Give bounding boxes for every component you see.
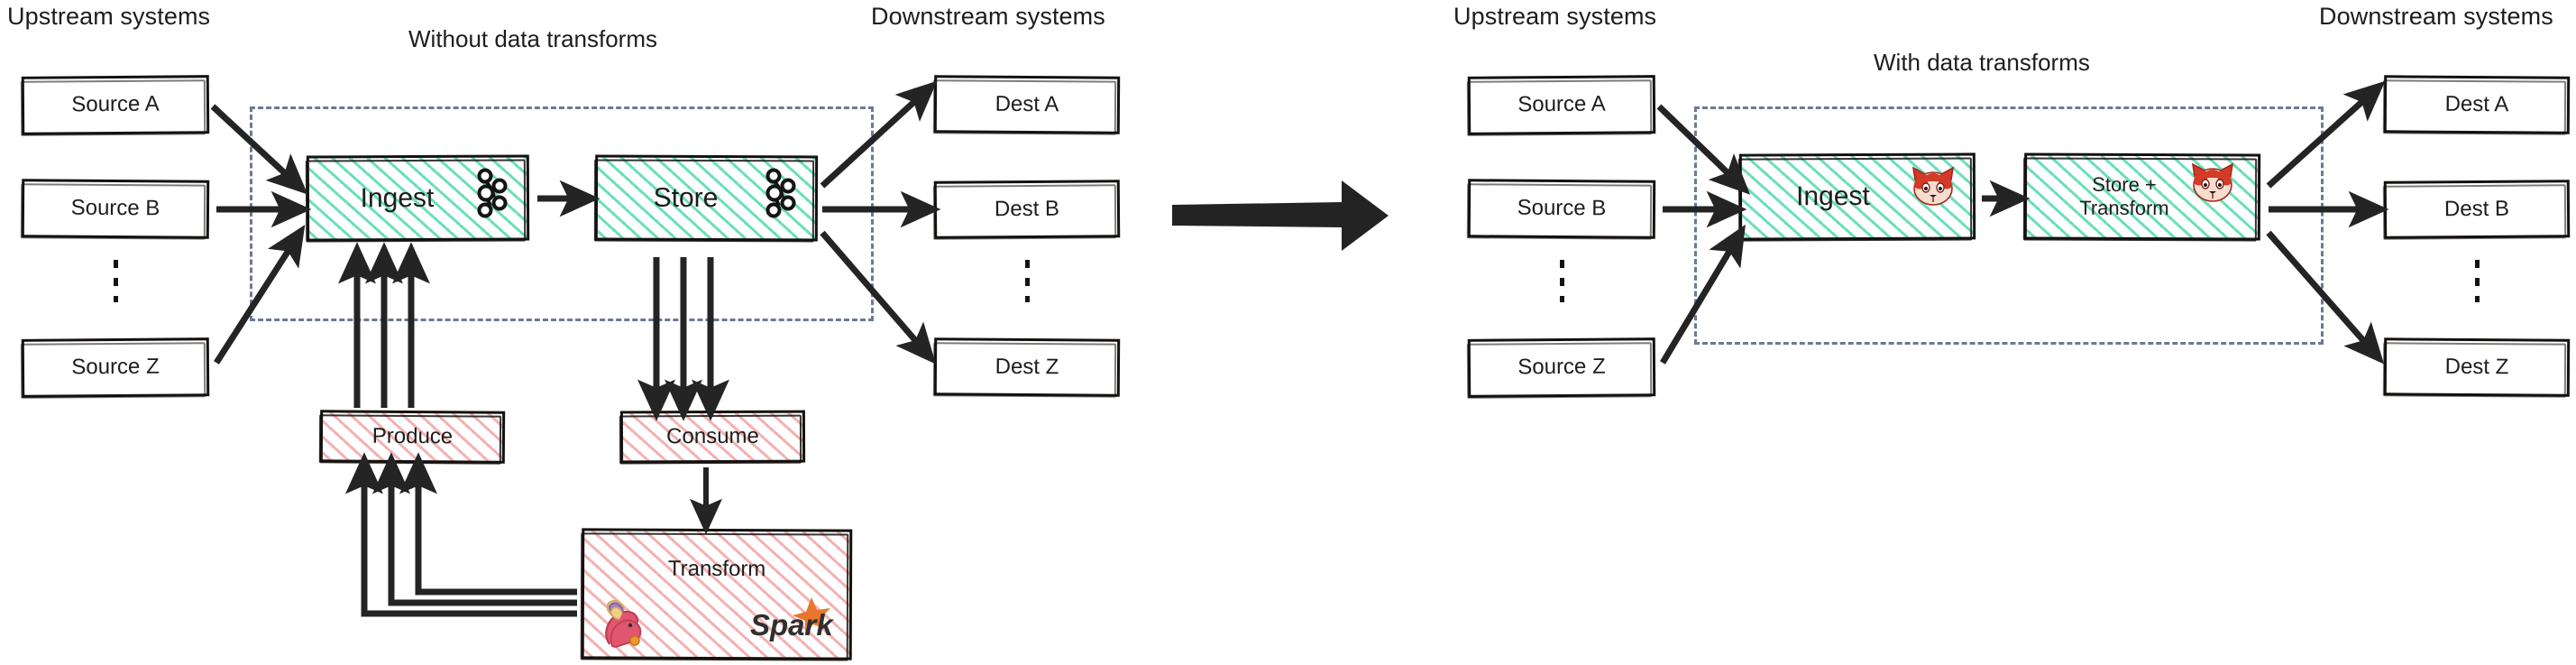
left-produce-box[interactable]: Produce [319, 410, 506, 464]
right-dest-b-label: Dest B [2443, 196, 2510, 221]
right-downstream-header: Downstream systems [2319, 3, 2553, 30]
right-platform-boundary [1694, 106, 2324, 345]
right-source-b-box[interactable]: Source B [1467, 179, 1656, 239]
right-source-a-label: Source A [1517, 91, 1606, 117]
left-produce-label: Produce [371, 423, 454, 448]
big-right-arrow-icon [1172, 180, 1389, 251]
left-downstream-header: Downstream systems [871, 3, 1105, 30]
right-source-b-label: Source B [1517, 195, 1607, 221]
left-consume-box[interactable]: Consume [619, 410, 806, 464]
left-dest-a-label: Dest A [995, 91, 1059, 116]
left-source-a-box[interactable]: Source A [21, 75, 210, 135]
svg-text:Spark: Spark [750, 608, 834, 642]
left-source-z-label: Source Z [71, 354, 160, 380]
right-store-transform-label-line1: Store + [2092, 172, 2157, 196]
left-dest-b-box[interactable]: Dest B [933, 180, 1121, 239]
right-dest-z-label: Dest Z [2444, 354, 2509, 379]
right-dest-ellipsis [2475, 260, 2480, 302]
right-upstream-header: Upstream systems [1453, 3, 1657, 30]
right-source-a-box[interactable]: Source A [1467, 75, 1656, 135]
left-panel-title: Without data transforms [408, 25, 657, 52]
left-upstream-header: Upstream systems [7, 3, 211, 30]
arrow-transform-to-produce-3 [399, 452, 577, 596]
left-store-label: Store [653, 182, 719, 213]
left-source-b-box[interactable]: Source B [21, 179, 210, 239]
right-source-ellipsis [1560, 260, 1564, 302]
kafka-icon [765, 168, 796, 218]
right-source-z-label: Source Z [1517, 354, 1606, 380]
right-source-z-box[interactable]: Source Z [1467, 337, 1656, 398]
left-platform-boundary [250, 106, 874, 321]
left-source-b-label: Source B [70, 195, 160, 221]
flink-squirrel-icon [605, 600, 642, 649]
right-ingest-label: Ingest [1796, 180, 1870, 212]
left-dest-a-box[interactable]: Dest A [933, 75, 1121, 134]
left-transform-label: Transform [667, 556, 766, 582]
left-source-z-box[interactable]: Source Z [21, 337, 210, 398]
left-source-ellipsis [114, 260, 118, 302]
kafka-icon [477, 168, 508, 218]
left-consume-label: Consume [666, 423, 759, 448]
left-dest-z-box[interactable]: Dest Z [933, 337, 1121, 397]
arrow-transform-to-produce-1 [345, 452, 577, 617]
left-dest-z-label: Dest Z [995, 354, 1059, 379]
left-dest-b-label: Dest B [994, 196, 1060, 221]
arrow-transform-to-produce-2 [372, 452, 577, 606]
right-store-transform-label-line2: Transform [2079, 196, 2169, 220]
redpanda-icon [2191, 162, 2234, 202]
redpanda-icon [1911, 166, 1955, 206]
right-dest-a-label: Dest A [2444, 91, 2509, 116]
right-dest-z-box[interactable]: Dest Z [2383, 337, 2571, 397]
right-dest-b-box[interactable]: Dest B [2383, 180, 2571, 239]
right-panel-title: With data transforms [1874, 49, 2090, 76]
left-source-a-label: Source A [71, 91, 160, 117]
spark-icon: Spark [748, 596, 848, 646]
left-dest-ellipsis [1025, 260, 1030, 302]
left-ingest-label: Ingest [360, 182, 435, 213]
right-dest-a-box[interactable]: Dest A [2383, 75, 2571, 134]
